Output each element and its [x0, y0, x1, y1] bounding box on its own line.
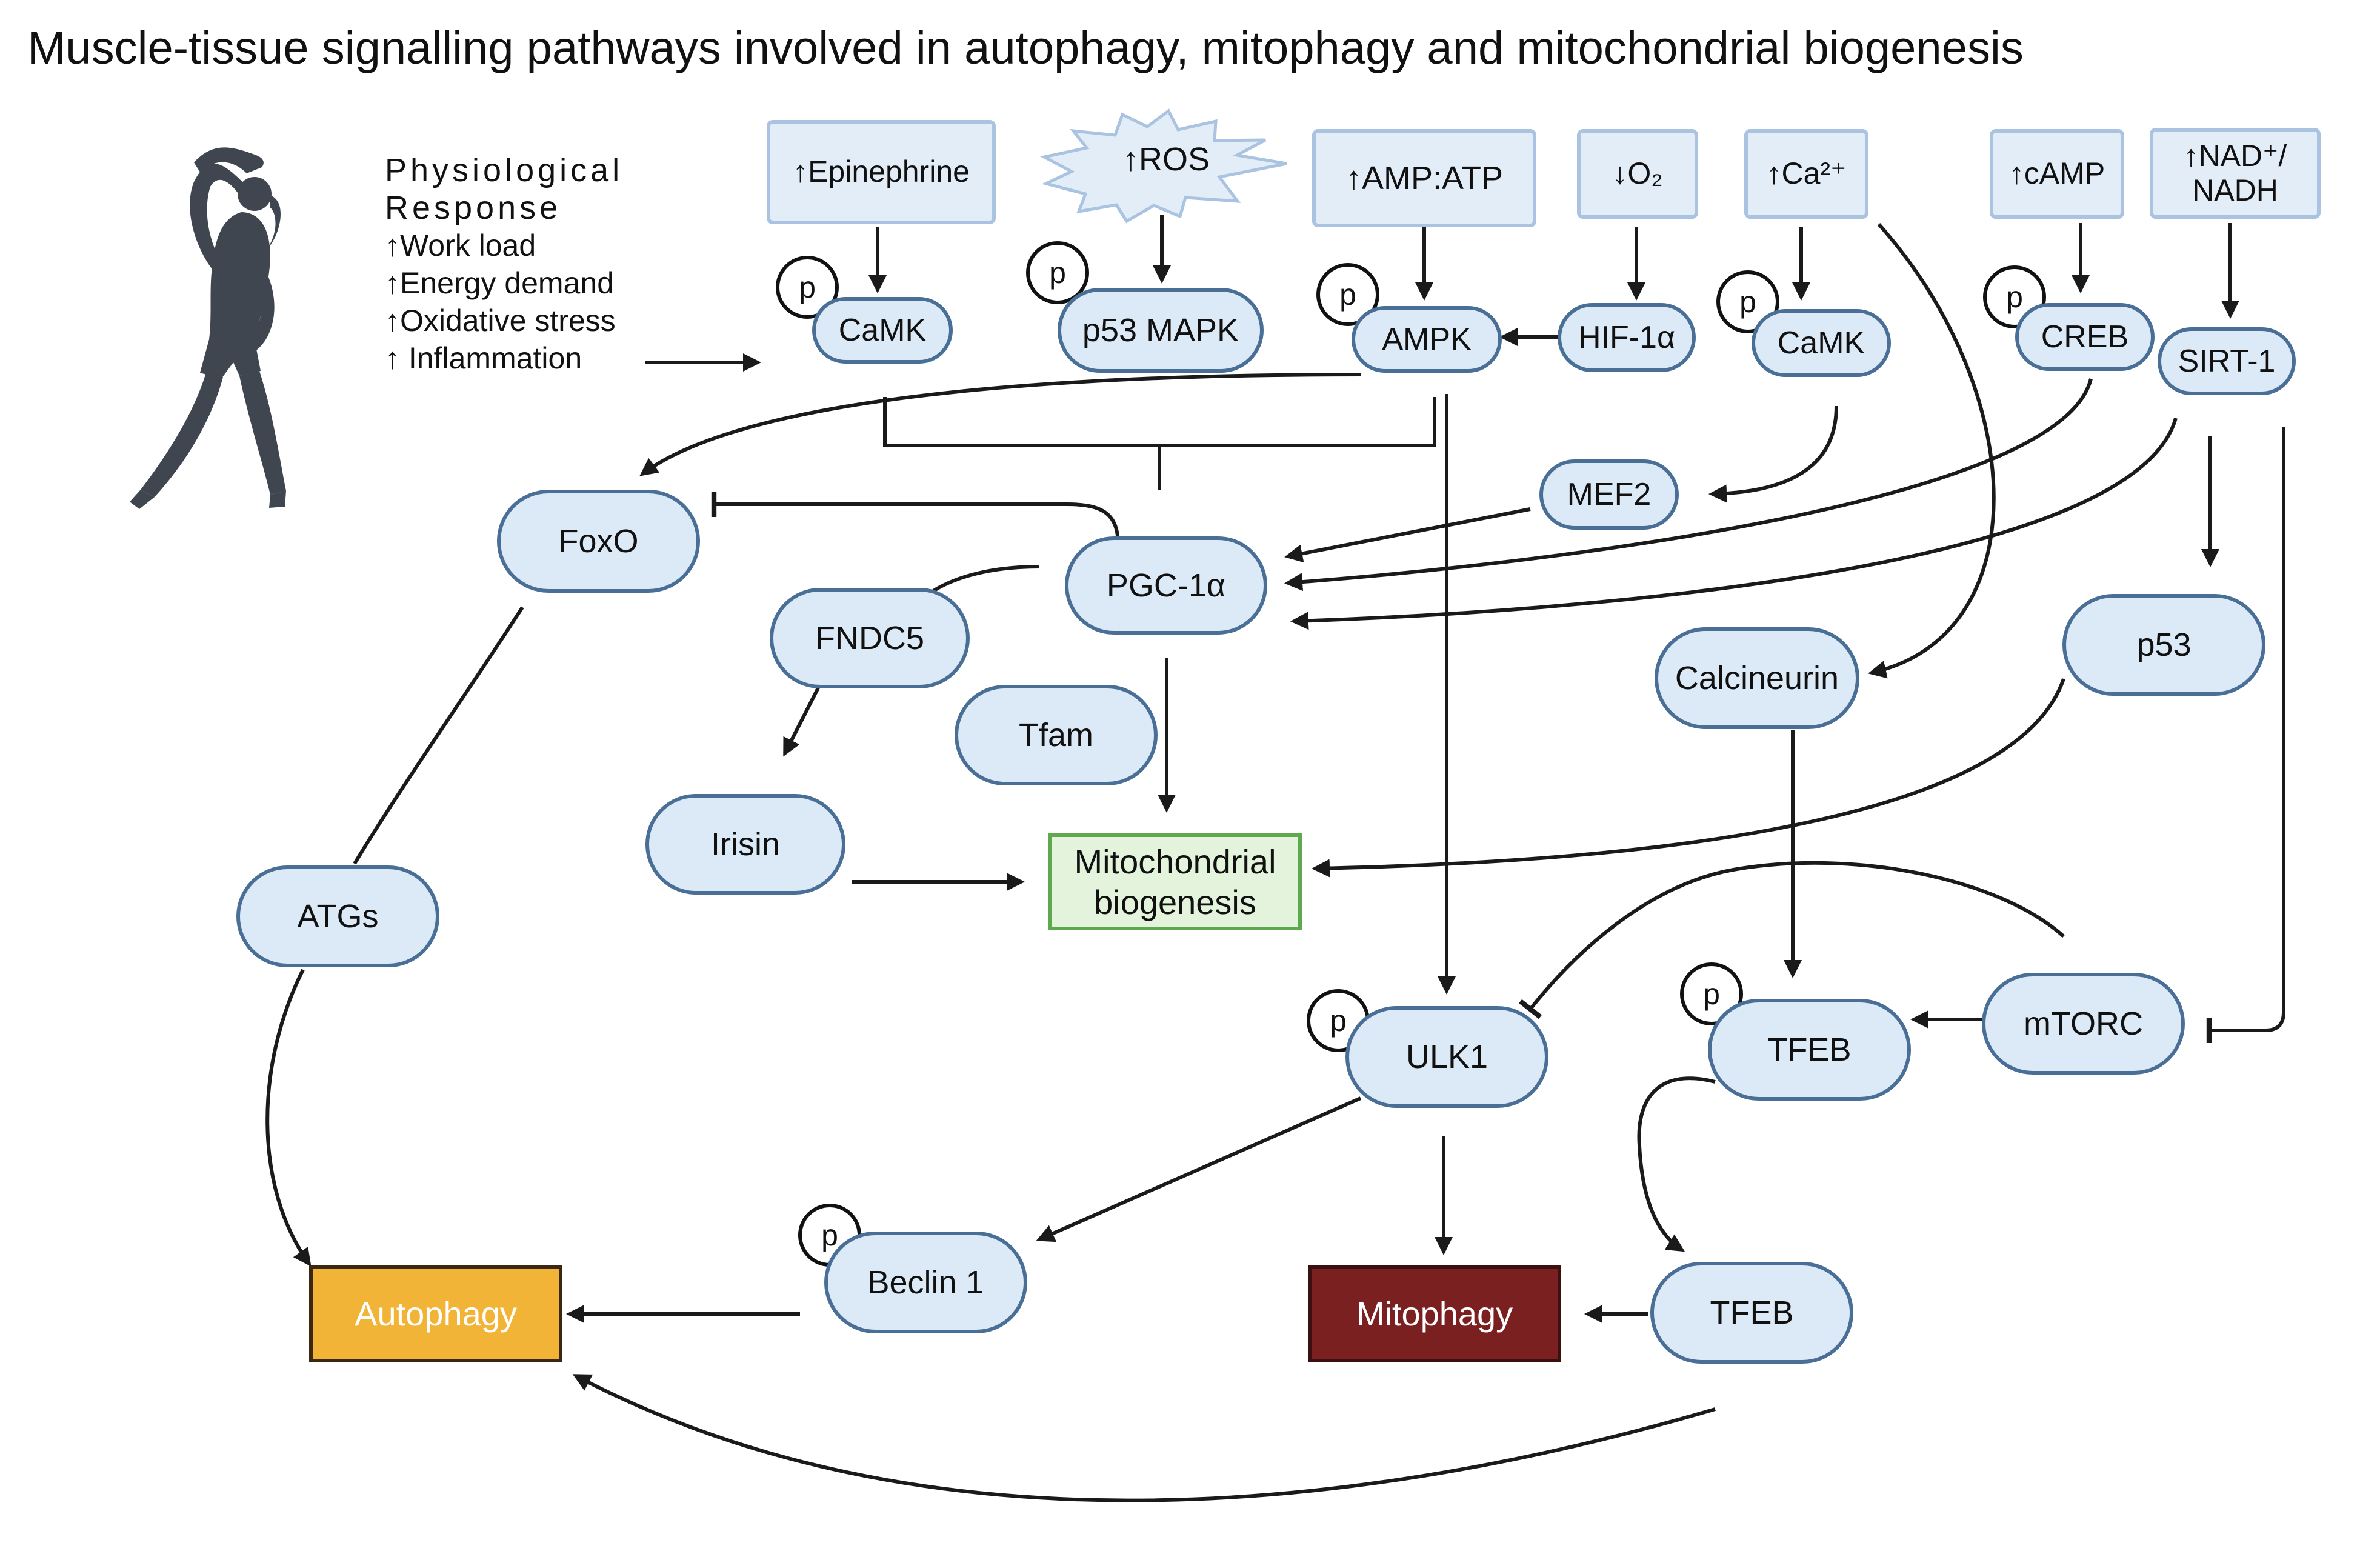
response-item-oxidative: ↑Oxidative stress [385, 304, 616, 338]
node-creb: CREB [2015, 303, 2155, 371]
nad-line1: ↑NAD⁺/ [2183, 138, 2287, 173]
physiological-response: Physiological Response ↑Work load ↑Energ… [385, 152, 623, 377]
inhibit-sirt1-mtorc [2206, 427, 2285, 1043]
arrow-tfeb-autophagy [572, 1374, 1716, 1502]
person-silhouette [130, 147, 286, 509]
node-tfam: Tfam [955, 685, 1158, 785]
bracket-camk-ampk [883, 397, 1436, 447]
node-irisin: Irisin [645, 794, 845, 895]
inhibit-mtorc-ulk1 [1518, 861, 2065, 1019]
node-tfeb: TFEB [1650, 1262, 1853, 1364]
response-item-energy: ↑Energy demand [385, 266, 615, 301]
node-p53: p53 [2062, 594, 2265, 696]
node-mtorc: mTORC [1982, 973, 2185, 1075]
outcome-mitophagy: Mitophagy [1308, 1265, 1561, 1362]
node-foxo: FoxO [497, 490, 700, 593]
stimulus-ros: ↑ROS [1122, 141, 1210, 178]
response-item-workload: ↑Work load [385, 228, 536, 263]
stimulus-camp: ↑cAMP [1990, 129, 2124, 219]
ros-starburst [1039, 108, 1287, 224]
node-pgc1a: PGC-1α [1065, 536, 1267, 635]
stimulus-nad-nadh: ↑NAD⁺/ NADH [2150, 128, 2321, 219]
stimulus-epinephrine: ↑Epinephrine [767, 120, 996, 224]
outcome-mitochondrial-biogenesis: Mitochondrial biogenesis [1048, 833, 1302, 930]
biogenesis-line2: biogenesis [1094, 883, 1256, 921]
node-camk-1: CaMK [812, 297, 953, 364]
node-ampk: AMPK [1352, 306, 1502, 373]
arrow-atgs-autophagy [265, 969, 312, 1267]
node-hif1a: HIF-1α [1558, 303, 1696, 372]
stimulus-ca: ↑Ca²⁺ [1744, 129, 1868, 219]
node-ulk1: ULK1 [1345, 1006, 1548, 1108]
node-calcineurin: Calcineurin [1655, 627, 1859, 729]
phospho-camk-2: p [1716, 270, 1779, 333]
arrow-ulk1-beclin1 [1036, 1096, 1362, 1242]
node-sirt1: SIRT-1 [2158, 327, 2296, 395]
arrow-camk2-mef2 [1708, 405, 1838, 503]
arrow-creb-pgc1a [1284, 378, 2093, 592]
phospho-p53-mapk: p [1026, 241, 1089, 304]
node-p53-mapk: p53 MAPK [1058, 288, 1264, 373]
node-camk-2: CaMK [1752, 309, 1891, 377]
link-foxo-atgs [353, 606, 524, 865]
outcome-autophagy: Autophagy [309, 1265, 562, 1362]
arrow-fndc5-irisin [783, 687, 820, 757]
arrow-ampk-foxo [639, 373, 1361, 476]
link-pgc1a-fndc5 [932, 565, 1040, 593]
stimulus-o2: ↓O₂ [1577, 129, 1698, 219]
diagram-title: Muscle-tissue signalling pathways involv… [27, 22, 2024, 74]
arrow-ca-calcineurin [1868, 223, 1996, 679]
node-beclin1: Beclin 1 [824, 1232, 1027, 1333]
response-item-inflammation: ↑ Inflammation [385, 341, 582, 376]
stimulus-amp-atp: ↑AMP:ATP [1312, 129, 1536, 227]
arrow-p53-biogenesis [1312, 678, 2065, 878]
arrow-mef2-pgc1a [1284, 507, 1531, 563]
biogenesis-line1: Mitochondrial [1074, 842, 1276, 881]
node-mef2: MEF2 [1539, 459, 1679, 530]
arrow-sirt1-pgc1a [1290, 418, 2178, 630]
inhibit-pgc1a-foxo [711, 492, 1120, 546]
node-fndc5: FNDC5 [770, 588, 970, 688]
node-tfeb-phospho: TFEB [1708, 999, 1911, 1101]
nad-line2: NADH [2192, 173, 2278, 207]
phospho-tfeb: p [1680, 962, 1743, 1025]
arrow-tfebp-tfeb [1637, 1076, 1716, 1252]
response-heading-line2: Response [385, 190, 562, 227]
response-heading-line1: Physiological [385, 152, 624, 188]
node-atgs: ATGs [236, 865, 439, 967]
